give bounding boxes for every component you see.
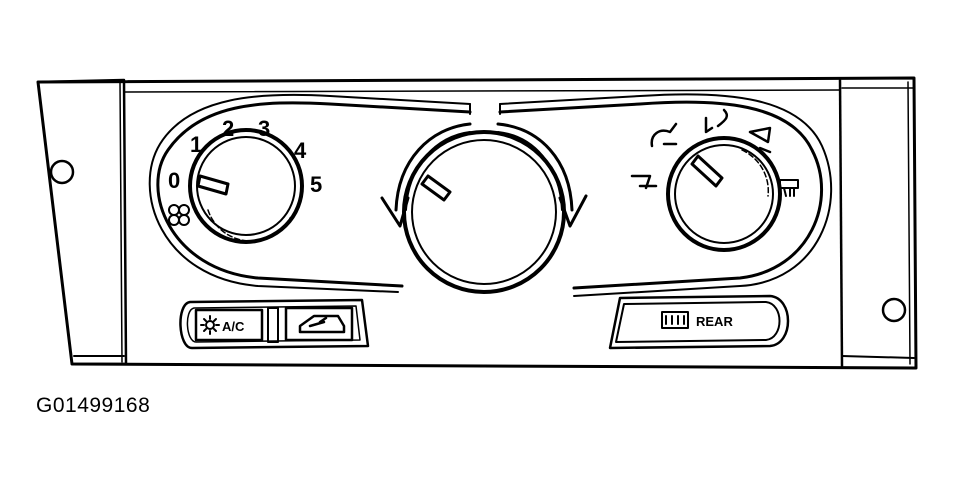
mode-knob-pointer <box>690 154 724 188</box>
knob-surround-contour-inner <box>148 93 833 297</box>
rear-button-label: REAR <box>696 314 733 329</box>
sun-icon <box>200 315 220 335</box>
rear-defrost-button[interactable] <box>615 301 781 343</box>
figure-id: G01499168 <box>36 394 151 417</box>
left-button-housing <box>179 298 370 350</box>
temperature-knob-pointer <box>420 174 452 202</box>
defrost-icon <box>779 179 799 197</box>
airflow-mode-knob[interactable] <box>666 136 782 252</box>
fan-knob-pointer <box>196 174 230 196</box>
fan-label-5: 5 <box>310 172 322 197</box>
knob-surround-contour-outer <box>156 100 824 290</box>
fan-label-4: 4 <box>294 138 307 163</box>
left-end-cap <box>36 78 128 366</box>
recirculate-vent-icon <box>650 122 678 148</box>
right-end-cap <box>838 78 844 368</box>
panel-bezel <box>36 76 918 370</box>
temperature-arrow-cold <box>380 196 410 228</box>
ac-button[interactable] <box>194 308 264 342</box>
rear-defrost-icon <box>661 311 689 329</box>
button-divider <box>267 307 279 343</box>
fan-speed-knob[interactable] <box>188 128 304 244</box>
face-vent-icon <box>630 174 658 190</box>
defrost-floor-icon <box>748 126 772 154</box>
fan-label-3: 3 <box>258 116 270 141</box>
fan-label-1: 1 <box>190 132 202 157</box>
mounting-hole-right <box>881 297 907 323</box>
temperature-scale-left <box>394 122 472 212</box>
recirculation-car-icon <box>298 314 346 334</box>
bi-level-vent-icon <box>704 108 729 134</box>
rear-button-housing <box>608 294 790 350</box>
temperature-arrow-hot <box>558 194 588 228</box>
recirculation-button[interactable] <box>284 306 354 342</box>
fan-label-0: 0 <box>168 168 180 193</box>
ac-button-label: A/C <box>222 319 245 334</box>
temperature-scale-right <box>496 122 574 212</box>
fan-label-2: 2 <box>222 116 234 141</box>
fan-icon <box>168 204 190 226</box>
mounting-hole-left <box>49 159 75 185</box>
temperature-knob[interactable] <box>402 130 566 294</box>
